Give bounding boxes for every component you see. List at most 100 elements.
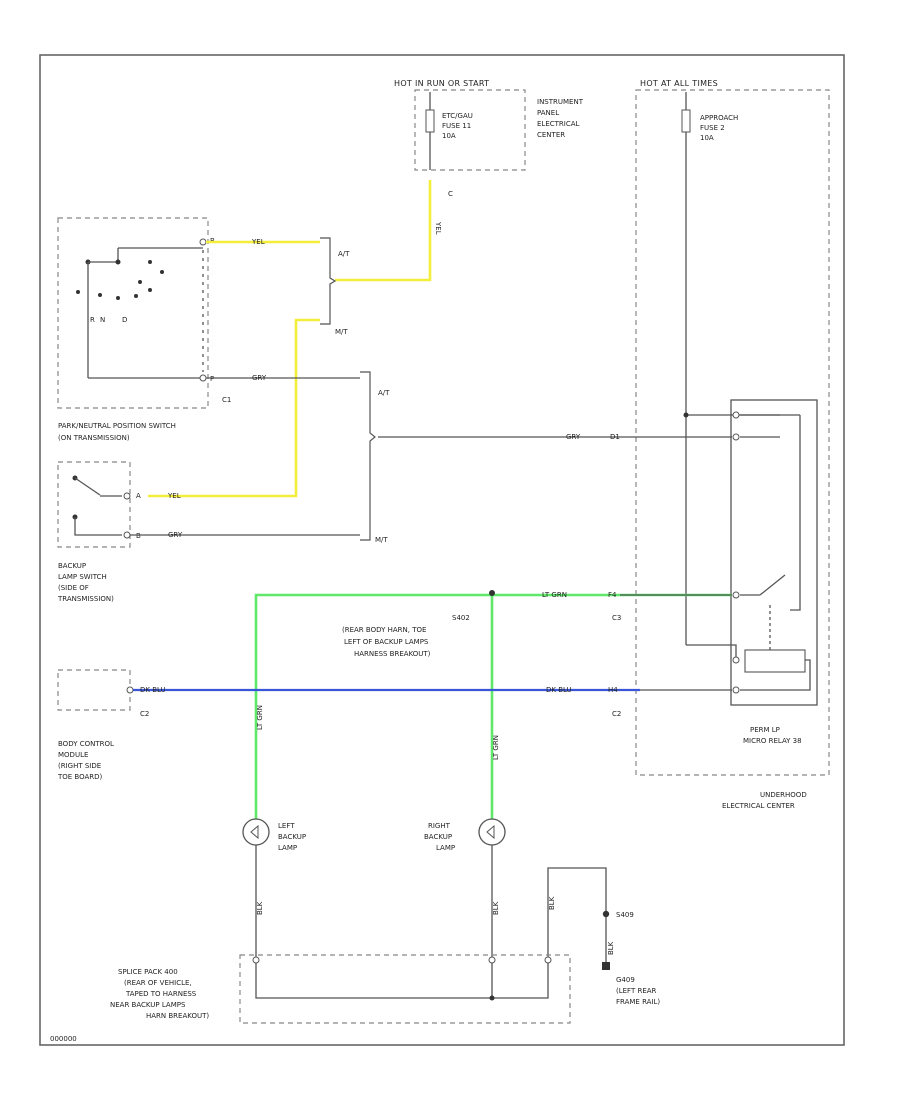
left-lamp-line1: LEFT [278, 822, 295, 830]
underhood-center-box [635, 89, 830, 776]
fuse2-line3: 10A [700, 134, 714, 142]
pnp-r-label: R [90, 316, 95, 324]
bcm-line2: MODULE [58, 751, 88, 759]
backup-switch-contact [74, 477, 101, 496]
ipec-line2: PANEL [537, 109, 559, 117]
uec-line2: ELECTRICAL CENTER [722, 802, 795, 810]
right-lamp-line3: LAMP [436, 844, 455, 852]
fuse11-line1: ETC/GAU [442, 112, 473, 120]
ipec-line1: INSTRUMENT [537, 98, 584, 106]
bs-line3: (SIDE OF [58, 584, 89, 592]
pnp-c1-label: C1 [222, 396, 231, 404]
left-lamp-line2: BACKUP [278, 833, 306, 841]
s409-label: S409 [616, 911, 634, 919]
dk-blu-label-1: DK BLU [140, 686, 166, 694]
yel-label-2: YEL [167, 492, 181, 500]
left-lamp-line3: LAMP [278, 844, 297, 852]
c2-label-1: C2 [140, 710, 149, 718]
splice-pack-line1: SPLICE PACK 400 [118, 968, 178, 976]
pin-num-2: F4 [608, 591, 617, 599]
grey-label-3: GRY [168, 531, 183, 539]
at-label-1: A/T [338, 250, 350, 258]
ground-g409 [602, 962, 610, 970]
bs-pin-bot-label: B [136, 532, 141, 540]
relay-line2: MICRO RELAY 38 [743, 737, 802, 745]
green-wire-main [254, 593, 732, 820]
bs-line1: BACKUP [58, 562, 86, 570]
c3-label: C3 [612, 614, 621, 622]
lt-grn-v1: LT GRN [256, 705, 264, 730]
yel-label-1: YEL [251, 238, 265, 246]
ground-wire [547, 867, 607, 958]
fuse-11 [425, 109, 435, 133]
splice-pack-400-box [239, 954, 571, 1024]
yel-vertical-label: YEL [434, 221, 442, 235]
bcm-line1: BODY CONTROL [58, 740, 114, 748]
pin-label-top: C [448, 190, 453, 198]
ipec-box [414, 89, 526, 171]
splice-pack-line4: NEAR BACKUP LAMPS [110, 1001, 186, 1009]
pnp-line2: (ON TRANSMISSION) [58, 434, 130, 442]
pnp-n-label: N [100, 316, 105, 324]
splice-pack-line5: HARN BREAKOUT) [146, 1012, 209, 1020]
pnp-pin-bot-label: P [210, 375, 214, 383]
ipec-line4: CENTER [537, 131, 565, 139]
splice-line2: (REAR BODY HARN, TOE [342, 626, 426, 634]
relay-line1: PERM LP [750, 726, 780, 734]
uec-line1: UNDERHOOD [760, 791, 807, 799]
fuse11-line2: FUSE 11 [442, 122, 471, 130]
body-control-module-box [57, 669, 131, 711]
fuse11-line3: 10A [442, 132, 456, 140]
pin-num-1: D1 [610, 433, 620, 441]
splice-pack-line3: TAPED TO HARNESS [125, 990, 197, 998]
fuse2-line2: FUSE 2 [700, 124, 725, 132]
pin-num-4: H4 [608, 686, 618, 694]
grey-label-2: GRY [566, 433, 581, 441]
splice-line4: HARNESS BREAKOUT) [354, 650, 431, 658]
mt-label-1: M/T [335, 328, 348, 336]
mt-label-2: M/T [375, 536, 388, 544]
hot-in-run-label: HOT IN RUN OR START [394, 79, 489, 88]
park-neutral-switch-box [57, 217, 209, 409]
pnp-d-label: D [122, 316, 127, 324]
backup-lamp-switch-box [57, 461, 131, 548]
ground-line2: (LEFT REAR [616, 987, 657, 995]
yellow-wire-fuse-feed [335, 180, 432, 282]
right-lamp-line1: RIGHT [428, 822, 451, 830]
ground-line3: FRAME RAIL) [616, 998, 660, 1006]
splice-line3: LEFT OF BACKUP LAMPS [344, 638, 429, 646]
blk-label-4: BLK [607, 941, 615, 955]
at-mt-bracket-top [320, 237, 337, 325]
bcm-line4: TOE BOARD) [57, 773, 103, 781]
micro-relay-38 [730, 399, 818, 706]
right-backup-lamp [478, 818, 506, 846]
ipec-line3: ELECTRICAL [537, 120, 580, 128]
dk-blu-label-2: DK BLU [546, 686, 572, 694]
c2-label-2: C2 [612, 710, 621, 718]
ground-line1: G409 [616, 976, 635, 984]
blk-label-1: BLK [256, 901, 264, 915]
relay-switch-contact [759, 574, 786, 596]
splice-s402 [489, 590, 495, 596]
bs-pin-top-label: A [136, 492, 141, 500]
lt-grn-v2: LT GRN [492, 735, 500, 760]
bs-line2: LAMP SWITCH [58, 573, 107, 581]
yellow-wire-backup-switch [148, 318, 320, 498]
at-label-2: A/T [378, 389, 390, 397]
blk-label-2: BLK [492, 901, 500, 915]
fuse2-line1: APPROACH [700, 114, 738, 122]
at-mt-bracket-bottom [360, 371, 376, 541]
fuse-2 [681, 109, 691, 133]
diagram-frame [39, 54, 845, 1046]
bcm-line3: (RIGHT SIDE [58, 762, 101, 770]
lt-grn-label: LT GRN [542, 591, 567, 599]
blk-label-3: BLK [548, 896, 556, 910]
splice-s409 [602, 910, 610, 918]
grey-label-1: GRY [252, 374, 267, 382]
splice-pack-line2: (REAR OF VEHICLE, [124, 979, 192, 987]
pnp-line1: PARK/NEUTRAL POSITION SWITCH [58, 422, 176, 430]
hot-at-all-times-label: HOT AT ALL TIMES [640, 79, 718, 88]
diagram-footer-code: 000000 [50, 1035, 77, 1043]
splice-line1: S402 [452, 614, 470, 622]
